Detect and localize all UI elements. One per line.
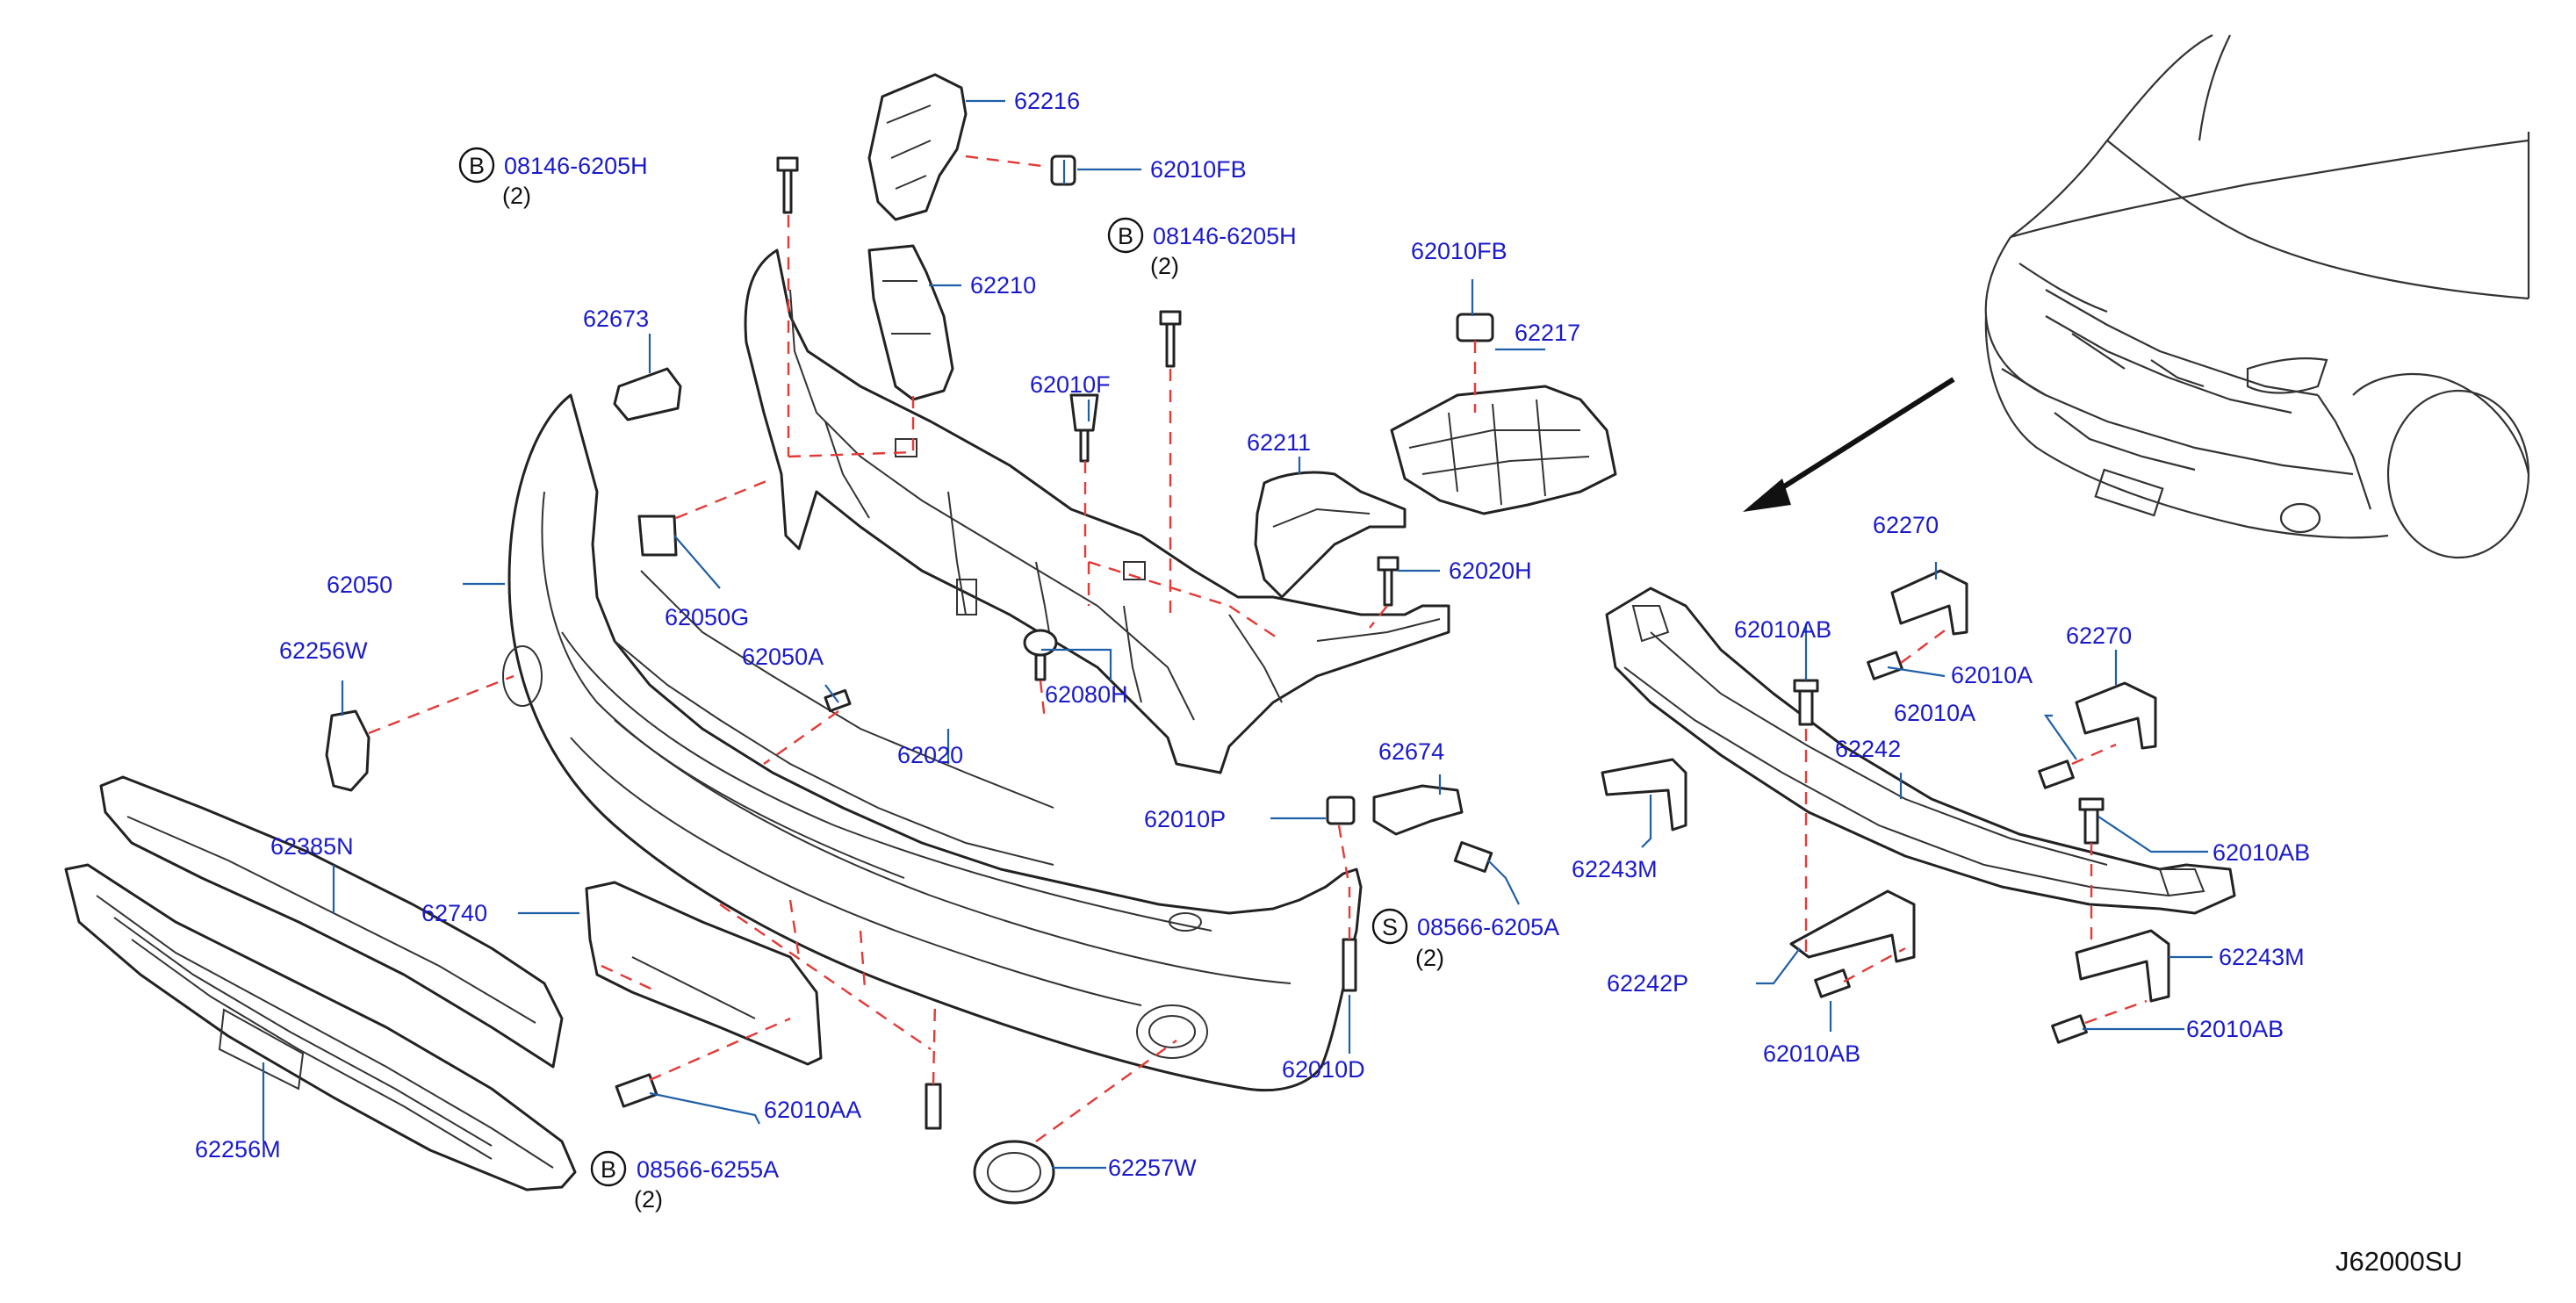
callout-62216[interactable]: 62216 <box>1014 88 1080 114</box>
callout-62740[interactable]: 62740 <box>421 900 487 926</box>
callout-62050A[interactable]: 62050A <box>742 644 824 670</box>
figure-reference-code: J62000SU <box>2335 1246 2463 1277</box>
callout-62270-b[interactable]: 62270 <box>2066 623 2132 649</box>
std-part-qty: (2) <box>1415 945 1444 971</box>
callout-62010F[interactable]: 62010F <box>1030 371 1111 398</box>
bracket-62216 <box>867 73 968 221</box>
std-part-qty: (2) <box>502 183 531 209</box>
reinforcement-fasteners <box>1793 651 2105 1044</box>
std-part-letter: B <box>1118 223 1133 249</box>
callout-62211[interactable]: 62211 <box>1247 429 1311 456</box>
callout-62020H[interactable]: 62020H <box>1449 558 1532 584</box>
callout-62010AB-b[interactable]: 62010AB <box>2213 839 2310 866</box>
fog-finisher-62257W <box>973 1140 1055 1205</box>
std-part-number[interactable]: 08146-6205H <box>504 153 648 179</box>
standard-part-sp2: B 08146-6205H (2) <box>1107 217 1297 279</box>
callout-62385N[interactable]: 62385N <box>270 833 354 860</box>
bracket-62243M-left <box>1601 758 1687 831</box>
std-part-letter: B <box>601 1156 616 1183</box>
callout-62050G[interactable]: 62050G <box>665 604 749 630</box>
bracket-62211 <box>1254 471 1407 599</box>
callout-62050[interactable]: 62050 <box>327 572 392 598</box>
std-part-number[interactable]: 08146-6205H <box>1153 223 1297 249</box>
callout-62010AA[interactable]: 62010AA <box>764 1097 861 1123</box>
reinforcement-62242 <box>1605 587 2236 915</box>
upper-retainer-62020 <box>744 248 1450 774</box>
std-part-qty: (2) <box>634 1186 663 1213</box>
bracket-62242P <box>1789 889 1916 963</box>
callout-62010FB-top[interactable]: 62010FB <box>1150 156 1247 183</box>
clip-62010FB-right <box>1456 313 1494 342</box>
bracket-62270-b <box>2075 681 2157 750</box>
assembly-lines <box>368 155 2148 1142</box>
sensor-62673 <box>613 367 682 421</box>
callout-62010P[interactable]: 62010P <box>1144 806 1226 832</box>
direction-arrow <box>1743 377 1955 512</box>
grille-62256M <box>64 863 577 1191</box>
callout-62242P[interactable]: 62242P <box>1607 970 1688 997</box>
standard-part-sp1: B 08146-6205H (2) <box>458 147 648 209</box>
callout-62080H[interactable]: 62080H <box>1045 681 1128 708</box>
std-part-number[interactable]: 08566-6205A <box>1417 914 1559 940</box>
std-part-letter: B <box>469 153 485 179</box>
callout-62020[interactable]: 62020 <box>897 742 963 768</box>
std-part-number[interactable]: 08566-6255A <box>637 1156 779 1183</box>
callout-62010AB-c[interactable]: 62010AB <box>1763 1040 1860 1067</box>
callout-62243M-right[interactable]: 62243M <box>2219 944 2305 970</box>
callout-62010AB-d[interactable]: 62010AB <box>2186 1016 2284 1042</box>
bracket-62243M-right <box>2075 929 2170 1003</box>
bracket-62050G <box>637 515 678 557</box>
bracket-62674 <box>1372 784 1464 836</box>
standard-part-sp4: B 08566-6255A (2) <box>590 1150 779 1213</box>
callout-62243M-left[interactable]: 62243M <box>1572 856 1658 882</box>
callout-labels: 62216 62010FB 62210 62673 62010F 62211 6… <box>195 88 2310 1181</box>
callout-62010A-b[interactable]: 62010A <box>1894 700 1975 726</box>
callout-62257W[interactable]: 62257W <box>1108 1155 1197 1181</box>
bracket-62217 <box>1390 385 1617 515</box>
callout-62010AB-a[interactable]: 62010AB <box>1734 616 1831 643</box>
vehicle-reference-illustration <box>1984 34 2530 559</box>
callout-62210[interactable]: 62210 <box>970 272 1036 299</box>
plate-bracket-62740 <box>585 881 823 1066</box>
callout-62242[interactable]: 62242 <box>1835 736 1901 762</box>
standard-part-sp3: S 08566-6205A (2) <box>1371 908 1559 971</box>
callout-62674[interactable]: 62674 <box>1378 738 1444 765</box>
callout-62010D[interactable]: 62010D <box>1282 1056 1365 1083</box>
fasteners <box>615 156 1493 1130</box>
callout-62010A-a[interactable]: 62010A <box>1951 662 2033 688</box>
callout-62673[interactable]: 62673 <box>583 306 649 332</box>
leader-lines <box>262 99 2213 1170</box>
callout-62270-a[interactable]: 62270 <box>1873 512 1939 538</box>
callout-62256M[interactable]: 62256M <box>195 1136 281 1163</box>
callout-62010FB-right[interactable]: 62010FB <box>1411 238 1507 264</box>
callout-62217[interactable]: 62217 <box>1515 320 1580 346</box>
std-part-qty: (2) <box>1150 253 1179 279</box>
bracket-62270-a <box>1890 569 1968 636</box>
callout-62256W[interactable]: 62256W <box>279 637 368 664</box>
std-part-letter: S <box>1382 914 1398 940</box>
fog-cover-62256W <box>325 709 371 792</box>
bracket-62210 <box>867 244 954 401</box>
